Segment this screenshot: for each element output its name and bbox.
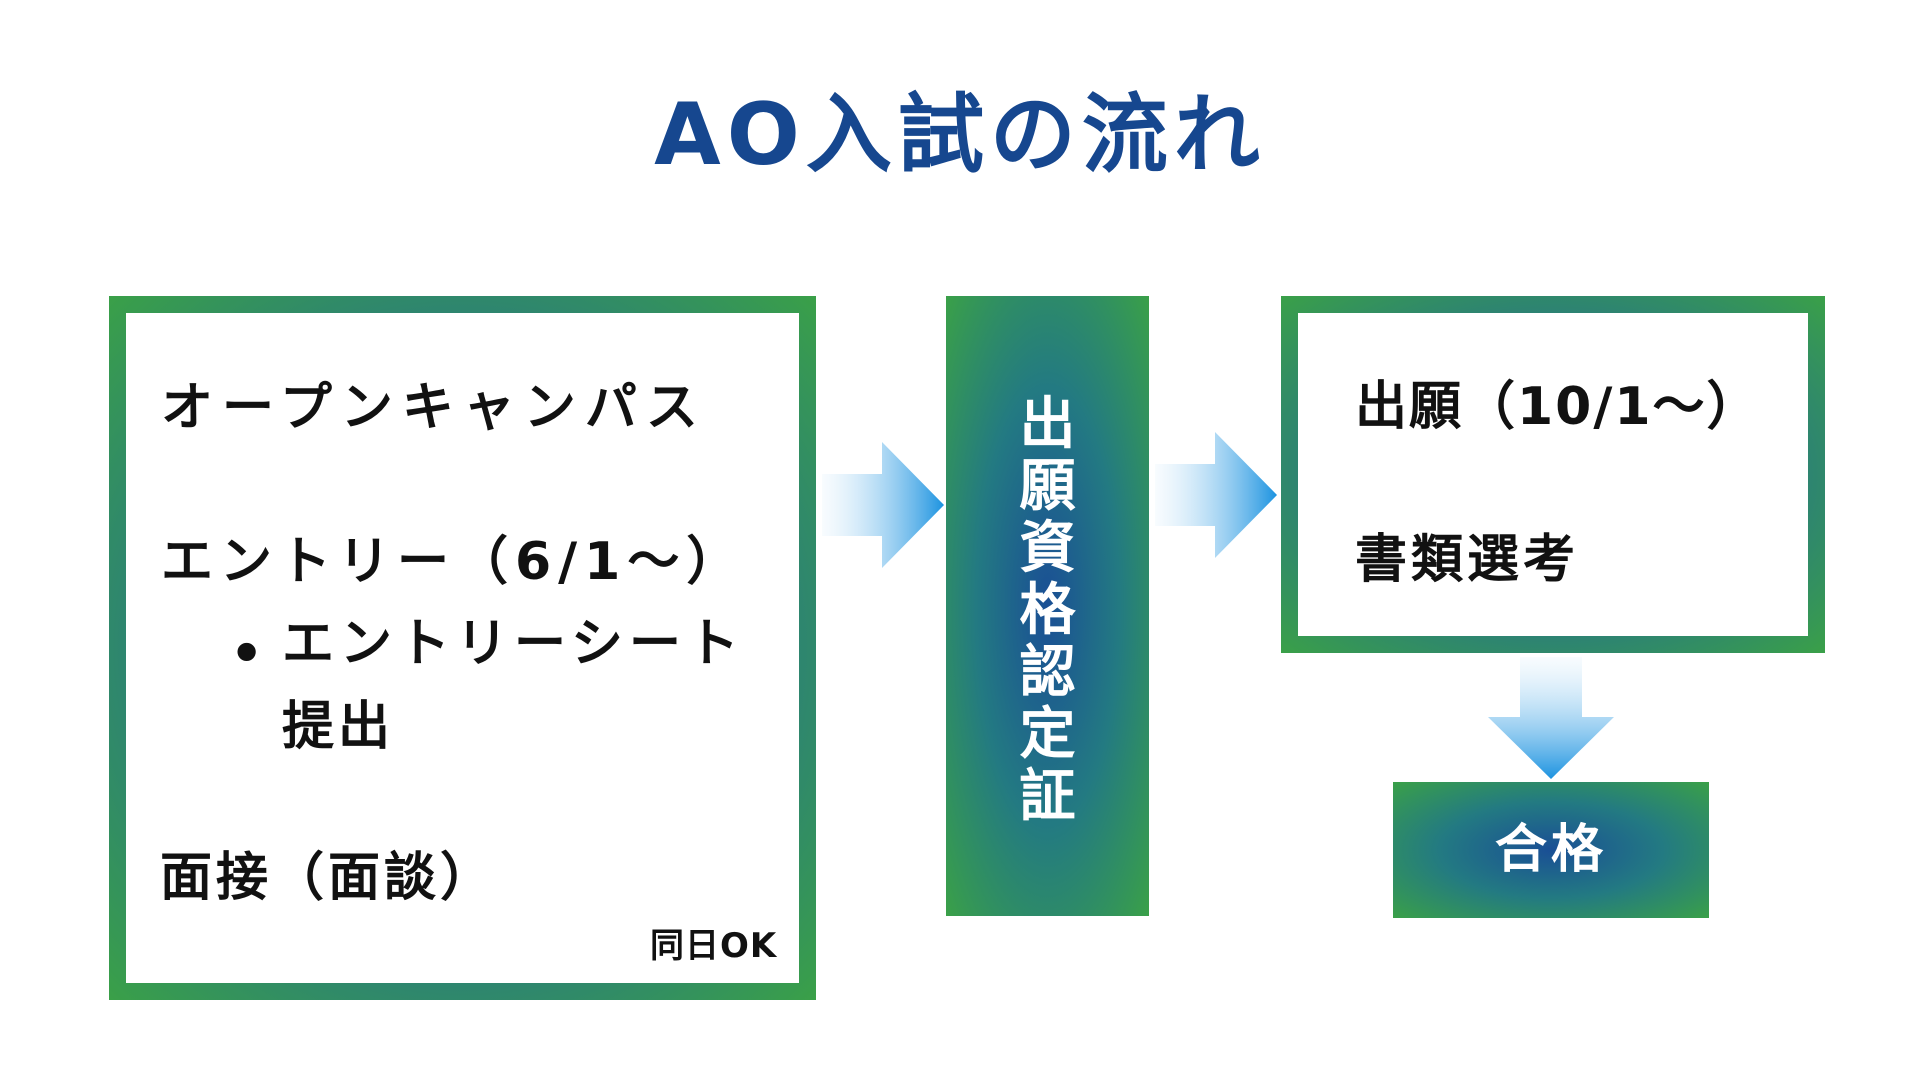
qualification-certificate-char: 格 <box>1019 578 1076 643</box>
arrow-right-icon <box>822 442 944 568</box>
qualification-certificate-char: 証 <box>1019 764 1076 829</box>
pass-label: 合格 <box>1494 820 1607 880</box>
arrow-right-icon <box>1155 432 1277 558</box>
entry-sheet-submit-label: 提出 <box>282 697 395 757</box>
bullet-icon: • <box>230 624 264 684</box>
interview-label: 面接（面談） <box>160 848 497 908</box>
qualification-certificate-char: 認 <box>1019 640 1076 705</box>
application-label: 出願（10/1〜） <box>1355 377 1761 437</box>
qualification-certificate-char: 出 <box>1019 392 1076 457</box>
open-campus-label: オープンキャンパス <box>161 378 707 438</box>
qualification-certificate-label: 出願資格認定証 <box>946 394 1149 828</box>
step-box-entry-inner <box>126 313 799 983</box>
step-box-application-inner <box>1298 313 1808 636</box>
step-box-entry <box>109 296 816 1000</box>
qualification-certificate-step: 出願資格認定証 <box>946 296 1149 916</box>
qualification-certificate-char: 資 <box>1019 516 1076 581</box>
step-box-application <box>1281 296 1825 653</box>
same-day-note: 同日OK <box>650 926 778 966</box>
entry-sheet-label: エントリーシート <box>282 614 745 674</box>
pass-step: 合格 <box>1393 782 1709 918</box>
diagram-title: AO入試の流れ <box>654 85 1266 185</box>
qualification-certificate-char: 定 <box>1019 702 1076 767</box>
qualification-certificate-char: 願 <box>1019 454 1076 519</box>
entry-label: エントリー（6/1〜） <box>161 532 746 592</box>
document-screening-label: 書類選考 <box>1355 530 1580 590</box>
arrow-down-icon <box>1488 657 1614 779</box>
